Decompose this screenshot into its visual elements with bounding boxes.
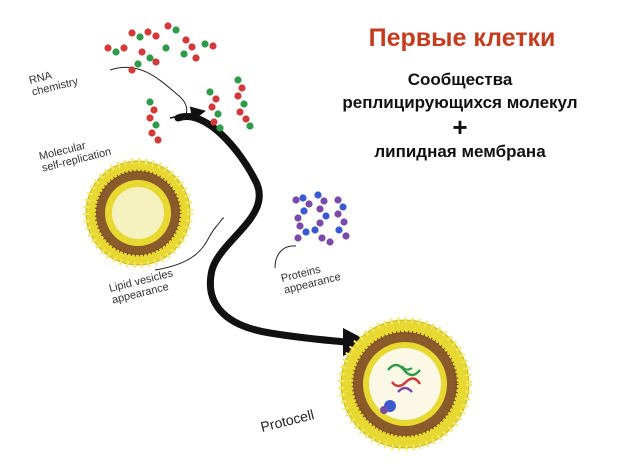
label-protocell-group: Protocell [259, 406, 316, 435]
label-rna-chemistry: RNA chemistry [28, 69, 80, 98]
protein-chains [292, 191, 350, 246]
rna-molecules [104, 22, 217, 74]
replicating-strand-left [146, 98, 162, 144]
replicating-strands-right [206, 76, 254, 132]
label-rna-line1: RNA [28, 69, 54, 86]
lipid-vesicle [83, 158, 193, 268]
label-molecular-self-replication: Molecular self-replication [38, 140, 113, 175]
main-evolution-arrow [174, 113, 349, 346]
protocell [338, 317, 472, 451]
replication-arrow [169, 106, 206, 122]
caption-plus: + [452, 112, 468, 142]
label-protocell: Protocell [259, 406, 316, 435]
slide-caption: Сообщества реплицирующихся молекул + лип… [300, 68, 620, 163]
caption-line-communities: Сообщества [407, 70, 513, 89]
rna-leader-line [109, 66, 188, 121]
protein-leader-line [274, 245, 297, 269]
label-lipid-vesicles: Lipid vesicles appearance [108, 267, 175, 306]
label-proteins-appearance: Proteins appearance [280, 263, 342, 296]
slide-title: Первые клетки [368, 24, 556, 52]
lipid-leader-line [154, 217, 225, 271]
caption-line-lipid-membrane: липидная мембрана [374, 142, 546, 161]
caption-line-replicating-molecules: реплицирующихся молекул [342, 93, 578, 112]
